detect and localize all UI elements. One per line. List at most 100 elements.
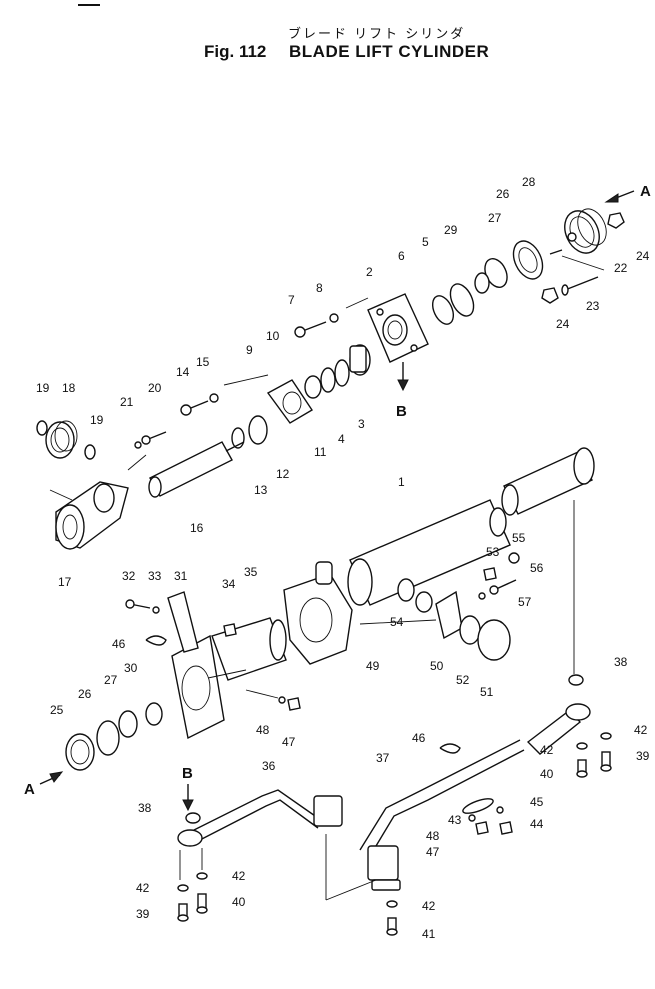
nut-34 [223,623,237,637]
label-5: 5 [422,235,429,249]
washer-8 [329,313,339,323]
label-47-right: 47 [426,845,440,859]
part-drawings [36,190,635,936]
plate-43 [462,798,494,814]
label-30: 30 [124,661,138,675]
label-42-c: 42 [422,899,436,913]
nut-44 [499,821,513,835]
cap-50 [435,590,463,640]
cylinder-cover [501,447,595,516]
label-46-left: 46 [112,637,126,651]
label-41: 41 [422,927,436,941]
bolt-40-right [576,759,588,778]
label-42-e: 42 [634,723,648,737]
corner-mark [78,4,100,6]
ring-5 [449,283,475,317]
label-48-right: 48 [426,829,440,843]
label-12: 12 [276,467,290,481]
bushing-3 [349,344,371,376]
flange-9 [266,379,313,424]
label-7: 7 [288,293,295,307]
label-56: 56 [530,561,544,575]
bearing-18 [45,420,78,459]
label-38-left: 38 [138,801,152,815]
nut-30 [145,702,163,726]
oring-38-right [568,674,584,686]
ring-27-bottom [118,710,138,738]
washer-48-left [278,696,286,704]
ring-19-left [36,420,48,436]
view-mark-b-top: B [396,403,407,420]
label-57: 57 [518,595,532,609]
label-4: 4 [338,432,345,446]
label-34: 34 [222,577,236,591]
arrow-a-top [604,190,635,203]
clip-46-right [439,743,461,754]
bolt-41 [386,917,398,936]
pipe-end-38-right [526,703,591,755]
label-19-right: 19 [90,413,104,427]
bolt-39-right [600,751,612,772]
ring-26-top [512,240,544,280]
ring-26-bottom [96,720,120,756]
label-51: 51 [480,685,494,699]
nut-47-right [475,821,489,835]
label-16: 16 [190,521,204,535]
nut-47-left [287,697,301,711]
header: ブレード リフト シリンダ Fig. 112 BLADE LIFT CYLIND… [0,0,655,70]
cylinder-tube-1 [347,499,511,606]
label-50: 50 [430,659,444,673]
ring-10 [304,375,322,399]
label-52: 52 [456,673,470,687]
label-13: 13 [254,483,268,497]
pipe-36 [177,789,343,847]
bolt-39-left [177,903,189,922]
ring-11 [320,367,336,393]
label-26-top: 26 [496,187,510,201]
label-47-left: 47 [282,735,296,749]
oring-38-left [185,812,201,824]
rod-eye-17 [55,481,129,550]
label-24-bottom: 24 [556,317,570,331]
arrow-b-top [397,362,409,392]
label-27-bottom: 27 [104,673,118,687]
nut-53 [483,567,497,581]
label-39-left: 39 [136,907,150,921]
ring-54 [415,591,433,613]
label-25: 25 [50,703,64,717]
label-27-top: 27 [488,211,502,225]
pipe-37 [359,739,525,891]
label-42-a: 42 [136,881,150,895]
bolt-23 [561,276,599,296]
view-mark-b-bottom: B [182,765,193,782]
label-35: 35 [244,565,258,579]
label-19-left: 19 [36,381,50,395]
ring-6 [431,295,455,325]
bolt-56 [489,579,517,595]
label-46-right: 46 [412,731,426,745]
arrow-a-bottom [39,771,64,785]
label-44: 44 [530,817,544,831]
label-1: 1 [398,475,405,489]
bolt-7 [294,321,327,338]
washer-57 [478,592,486,600]
washer-21 [134,441,142,449]
label-31: 31 [174,569,188,583]
washer-42-e [600,732,612,740]
nut-24-top [607,212,625,229]
label-28: 28 [522,175,536,189]
label-40-right: 40 [540,767,554,781]
nut-24-bottom [541,287,559,304]
label-14: 14 [176,365,190,379]
ring-25 [65,733,95,771]
japanese-title: ブレード リフト シリンダ [288,27,466,42]
label-3: 3 [358,417,365,431]
arrow-b-bottom [182,784,194,812]
ring-4 [334,359,350,387]
bolt-40-left [196,893,208,914]
label-42-d: 42 [540,743,554,757]
label-22: 22 [614,261,628,275]
label-2: 2 [366,265,373,279]
part-labels: A B A B 1 2 3 4 5 6 7 8 9 10 11 12 13 14… [24,175,651,941]
